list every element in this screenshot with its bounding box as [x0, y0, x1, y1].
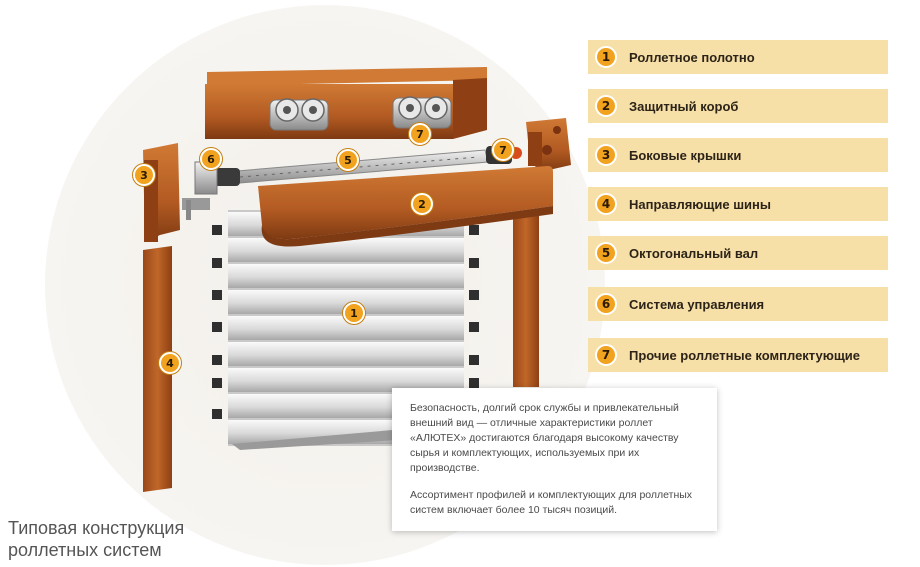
legend-number: 2 [595, 95, 617, 117]
info-box: Безопасность, долгий срок службы и привл… [392, 388, 717, 531]
figure-caption: Типовая конструкция роллетных систем [8, 518, 185, 560]
legend-label: Защитный короб [629, 98, 739, 114]
info-paragraph-1: Безопасность, долгий срок службы и привл… [410, 402, 679, 474]
info-paragraph-2: Ассортимент профилей и комплектующих для… [410, 489, 693, 516]
legend-label: Октогональный вал [629, 245, 759, 261]
callout-hinge: 7 [409, 123, 431, 145]
legend-number: 3 [595, 144, 617, 166]
legend-number: 6 [595, 293, 617, 315]
callout-guide-rail: 4 [159, 352, 181, 374]
legend-number: 5 [595, 242, 617, 264]
callout-shaft: 5 [337, 149, 359, 171]
legend-label: Боковые крышки [629, 147, 742, 163]
legend-item-6: 6 Система управления [588, 287, 888, 321]
legend-label: Система управления [629, 296, 765, 312]
right-guide-rail [513, 215, 539, 387]
legend-item-4: 4 Направляющие шины [588, 187, 888, 221]
left-guide-rail [143, 246, 172, 492]
callout-bracket: 7 [492, 139, 514, 161]
right-side-cover [526, 118, 571, 172]
legend-item-7: 7 Прочие роллетные комплектующие [588, 338, 888, 372]
legend-item-3: 3 Боковые крышки [588, 138, 888, 172]
legend-label: Роллетное полотно [629, 49, 755, 65]
curtain-end-locks [212, 225, 479, 419]
callout-box: 2 [411, 193, 433, 215]
legend-item-5: 5 Октогональный вал [588, 236, 888, 270]
control-bracket [182, 161, 218, 220]
legend-item-2: 2 Защитный короб [588, 89, 888, 123]
top-beam [205, 67, 487, 139]
legend-label: Направляющие шины [629, 196, 771, 212]
legend-number: 7 [595, 344, 617, 366]
protective-box [258, 166, 553, 247]
legend-label: Прочие роллетные комплектующие [629, 347, 861, 363]
left-side-cover [143, 143, 180, 242]
legend-number: 1 [595, 46, 617, 68]
callout-side-cover: 3 [133, 164, 155, 186]
callout-curtain: 1 [343, 302, 365, 324]
legend-number: 4 [595, 193, 617, 215]
top-hinge-left [269, 98, 329, 131]
callout-control: 6 [200, 148, 222, 170]
legend-item-1: 1 Роллетное полотно [588, 40, 888, 74]
